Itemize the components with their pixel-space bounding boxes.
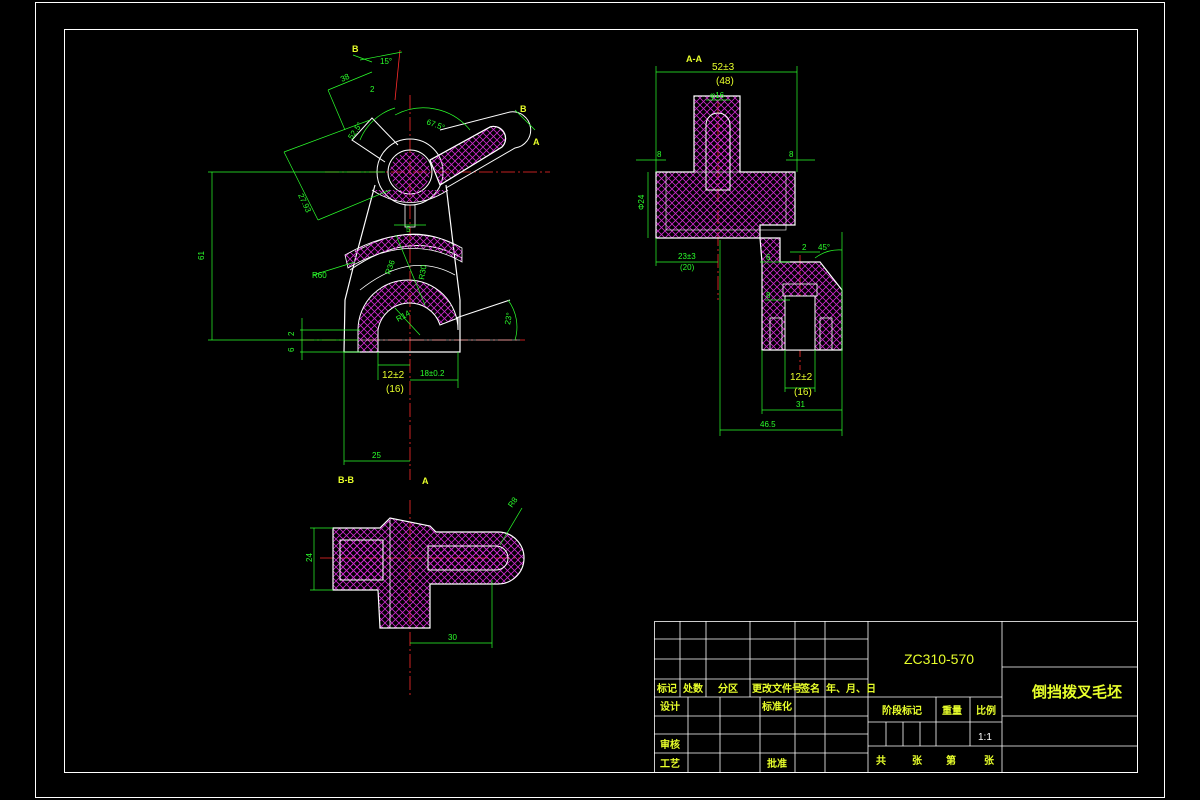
dim-2-left: 2 (287, 331, 296, 336)
dim-25: 25 (372, 451, 381, 460)
dim-23deg: 23° (503, 312, 514, 325)
tb-review-label: 审核 (660, 738, 680, 751)
scale-value: 1:1 (978, 732, 992, 743)
title-block (654, 621, 1138, 773)
section-bb-title: B-B (338, 475, 354, 485)
dim-2-top: 2 (370, 85, 375, 94)
tb-standardization-label: 标准化 (761, 700, 792, 713)
dim-8-right: 8 (789, 150, 794, 159)
tb-stage-mark-label: 阶段标记 (882, 704, 922, 717)
dim-23-pm-3: 23±3 (678, 252, 696, 261)
dim-r30: R30 (417, 264, 429, 281)
section-b-top-label: B (352, 44, 359, 54)
dim-5: 5 (406, 225, 411, 234)
tb-process-label: 工艺 (660, 757, 680, 770)
tb-header-count: 处数 (682, 682, 704, 695)
title-block-text: 标记 处数 分区 更改文件号 签名 年、月、日 设计 标准化 审核 工艺 批准 … (656, 651, 1122, 770)
tb-header-mark: 标记 (656, 682, 677, 695)
dim-phi16: φ16 (710, 91, 725, 100)
dim-38: 38 (339, 72, 351, 84)
tb-header-signature: 签名 (799, 682, 820, 695)
dim-31: 31 (796, 400, 805, 409)
tb-header-zone: 分区 (718, 682, 738, 695)
tb-sheets-label: 张 (912, 754, 923, 767)
main-view: B B A A B-B 15° 38 2 67.5° 52.5° 27.93 6… (197, 44, 550, 486)
dim-6-aa: 6 (766, 253, 771, 262)
dim-24-bb: 24 (305, 553, 314, 562)
tb-design-label: 设计 (660, 700, 680, 713)
tb-total-label: 共 (876, 754, 886, 767)
tb-header-date: 年、月、日 (826, 682, 876, 695)
dim-r8-bb: R8 (506, 495, 520, 509)
dim-r36: R36 (383, 258, 397, 275)
dim-15deg: 15° (380, 57, 392, 66)
dim-45deg: 45° (818, 243, 830, 252)
dim-12-pm-2: 12±2 (382, 370, 405, 381)
dim-48-paren: (48) (716, 76, 734, 87)
tb-sheet-unit-label: 张 (984, 754, 995, 767)
section-a-bottom-label: A (422, 476, 429, 486)
dim-r60: R60 (312, 271, 327, 280)
tb-approve-label: 批准 (767, 757, 787, 770)
part-name: 倒挡拨叉毛坯 (1031, 683, 1122, 701)
dim-52-pm-3: 52±3 (712, 62, 735, 73)
dim-27-93: 27.93 (296, 192, 313, 214)
tb-header-change-doc: 更改文件号 (752, 682, 802, 695)
dim-8-aa: 8 (766, 291, 771, 300)
dim-12-pm-2-aa: 12±2 (790, 372, 813, 383)
section-aa-title: A-A (686, 54, 702, 64)
dim-phi24: Φ24 (637, 194, 646, 210)
dim-18: 18±0.2 (420, 369, 445, 378)
tb-scale-label: 比例 (976, 704, 996, 717)
section-bb-view: 24 R8 30 (305, 495, 525, 695)
section-aa-view: A-A 52±3 (48) φ16 8 8 Φ24 23±3 (20) 2 45… (636, 54, 843, 436)
dim-30-bb: 30 (448, 633, 457, 642)
dim-6-left: 6 (287, 347, 296, 352)
dim-16-paren-aa: (16) (794, 387, 812, 398)
dim-20-paren: (20) (680, 263, 695, 272)
section-b-right-label: B (520, 104, 527, 114)
tb-weight-label: 重量 (942, 704, 962, 717)
drawing-number: ZC310-570 (904, 651, 974, 667)
tb-sheet-no-label: 第 (946, 754, 956, 767)
dim-46-5: 46.5 (760, 420, 776, 429)
outer-border (35, 2, 1165, 798)
inner-border (64, 29, 1138, 773)
dim-52-5deg: 52.5° (346, 121, 364, 142)
dim-67-5deg: 67.5° (425, 117, 446, 132)
dim-12-paren: (16) (386, 384, 404, 395)
section-a-top-label: A (533, 137, 540, 147)
dim-8-left: 8 (657, 150, 662, 159)
dim-2-aa: 2 (802, 243, 807, 252)
dim-61: 61 (197, 251, 206, 260)
